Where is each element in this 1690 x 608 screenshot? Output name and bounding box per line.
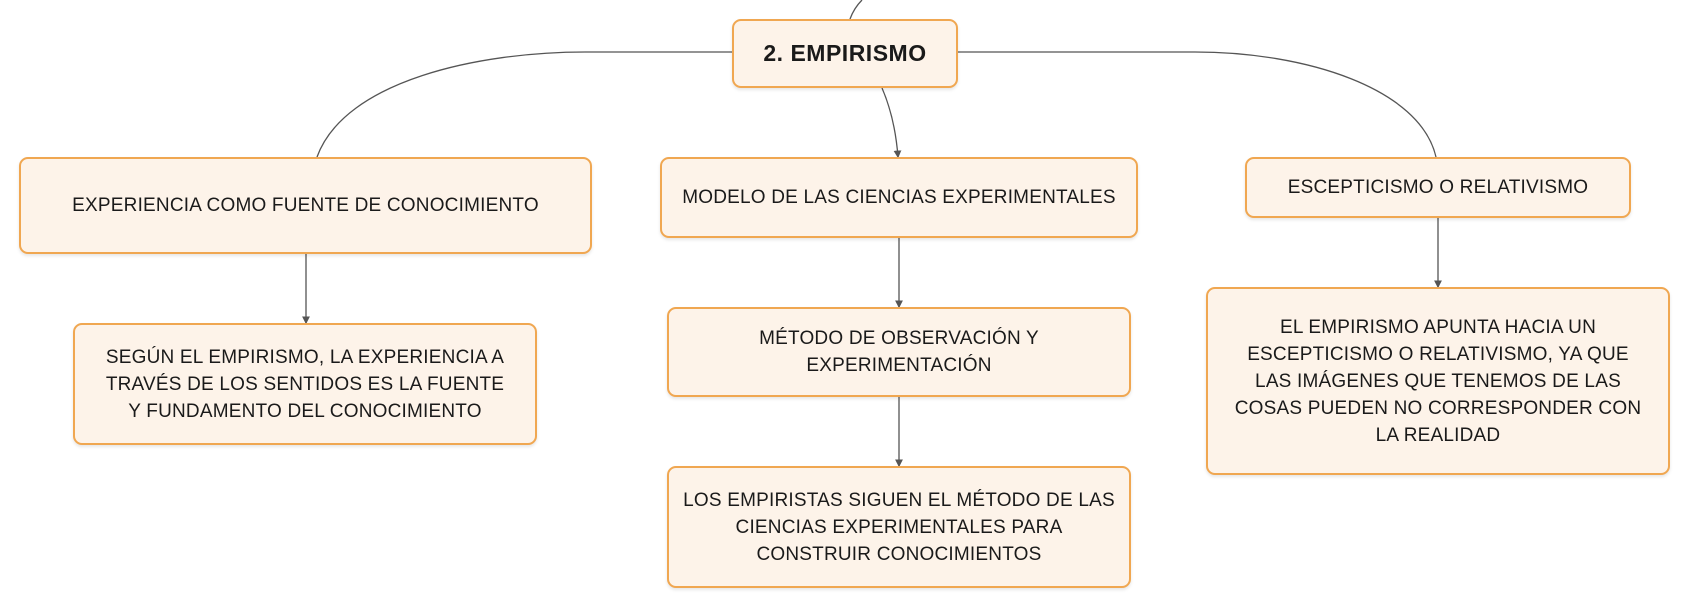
- connector-root-branch-2: [881, 87, 902, 159]
- connector-parent-root: [849, 0, 863, 20]
- connector-root-branch-3: [957, 51, 1437, 158]
- branch-title: ESCEPTICISMO O RELATIVISMO: [1287, 177, 1589, 198]
- branch-node-modelo[interactable]: MODELO DE LAS CIENCIAS EXPERIMENTALES: [660, 157, 1138, 238]
- child-text: EL EMPIRISMO APUNTA HACIA UN ESCEPTICISM…: [1234, 316, 1642, 446]
- child-text: LOS EMPIRISTAS SIGUEN EL MÉTODO DE LAS C…: [683, 489, 1115, 565]
- connector-root-branch-1: [316, 51, 733, 158]
- child-text: SEGÚN EL EMPIRISMO, LA EXPERIENCIA A TRA…: [105, 346, 505, 422]
- child-node-escepticismo-1[interactable]: EL EMPIRISMO APUNTA HACIA UN ESCEPTICISM…: [1206, 287, 1670, 475]
- branch-title: EXPERIENCIA COMO FUENTE DE CONOCIMIENTO: [72, 195, 539, 216]
- child-node-modelo-2[interactable]: LOS EMPIRISTAS SIGUEN EL MÉTODO DE LAS C…: [667, 466, 1131, 588]
- child-node-experiencia-1[interactable]: SEGÚN EL EMPIRISMO, LA EXPERIENCIA A TRA…: [73, 323, 537, 445]
- root-label: 2. EMPIRISMO: [763, 40, 927, 66]
- branch-node-experiencia[interactable]: EXPERIENCIA COMO FUENTE DE CONOCIMIENTO: [19, 157, 592, 254]
- root-node[interactable]: 2. EMPIRISMO: [732, 19, 958, 88]
- child-text: MÉTODO DE OBSERVACIÓN Y EXPERIMENTACIÓN: [759, 328, 1039, 376]
- branch-node-escepticismo[interactable]: ESCEPTICISMO O RELATIVISMO: [1245, 157, 1631, 218]
- child-node-modelo-1[interactable]: MÉTODO DE OBSERVACIÓN Y EXPERIMENTACIÓN: [667, 307, 1131, 397]
- branch-title: MODELO DE LAS CIENCIAS EXPERIMENTALES: [682, 187, 1116, 208]
